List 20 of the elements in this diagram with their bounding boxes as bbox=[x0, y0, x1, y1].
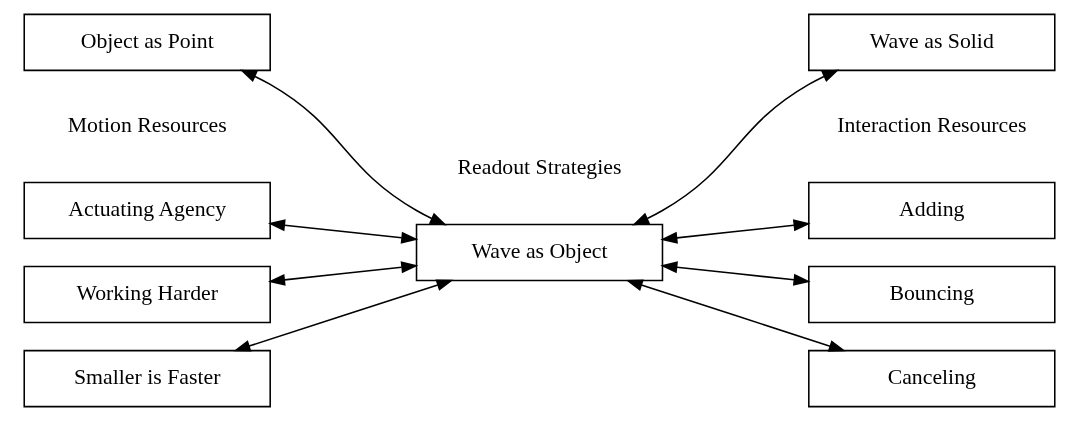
arrow bbox=[267, 219, 419, 244]
label: Motion Resources bbox=[67, 113, 227, 138]
arrow bbox=[239, 69, 447, 226]
arrow bbox=[632, 69, 840, 226]
label: Readout Strategies bbox=[457, 155, 622, 180]
arrow bbox=[625, 279, 846, 352]
node-box: Bouncing bbox=[808, 265, 1056, 324]
arrow bbox=[660, 261, 811, 286]
node-box: Wave as Solid bbox=[808, 13, 1056, 72]
node-box: Object as Point bbox=[23, 13, 271, 72]
arrow bbox=[233, 279, 454, 352]
node-box: Wave as Object bbox=[415, 223, 664, 282]
arrow bbox=[660, 219, 811, 244]
node-box: Smaller is Faster bbox=[23, 349, 271, 408]
node-box: Adding bbox=[808, 181, 1056, 240]
node-box: Actuating Agency bbox=[23, 181, 271, 240]
node-box: Working Harder bbox=[23, 265, 271, 324]
arrow bbox=[267, 261, 419, 286]
label: Interaction Resources bbox=[837, 113, 1027, 138]
node-box: Canceling bbox=[808, 349, 1056, 408]
